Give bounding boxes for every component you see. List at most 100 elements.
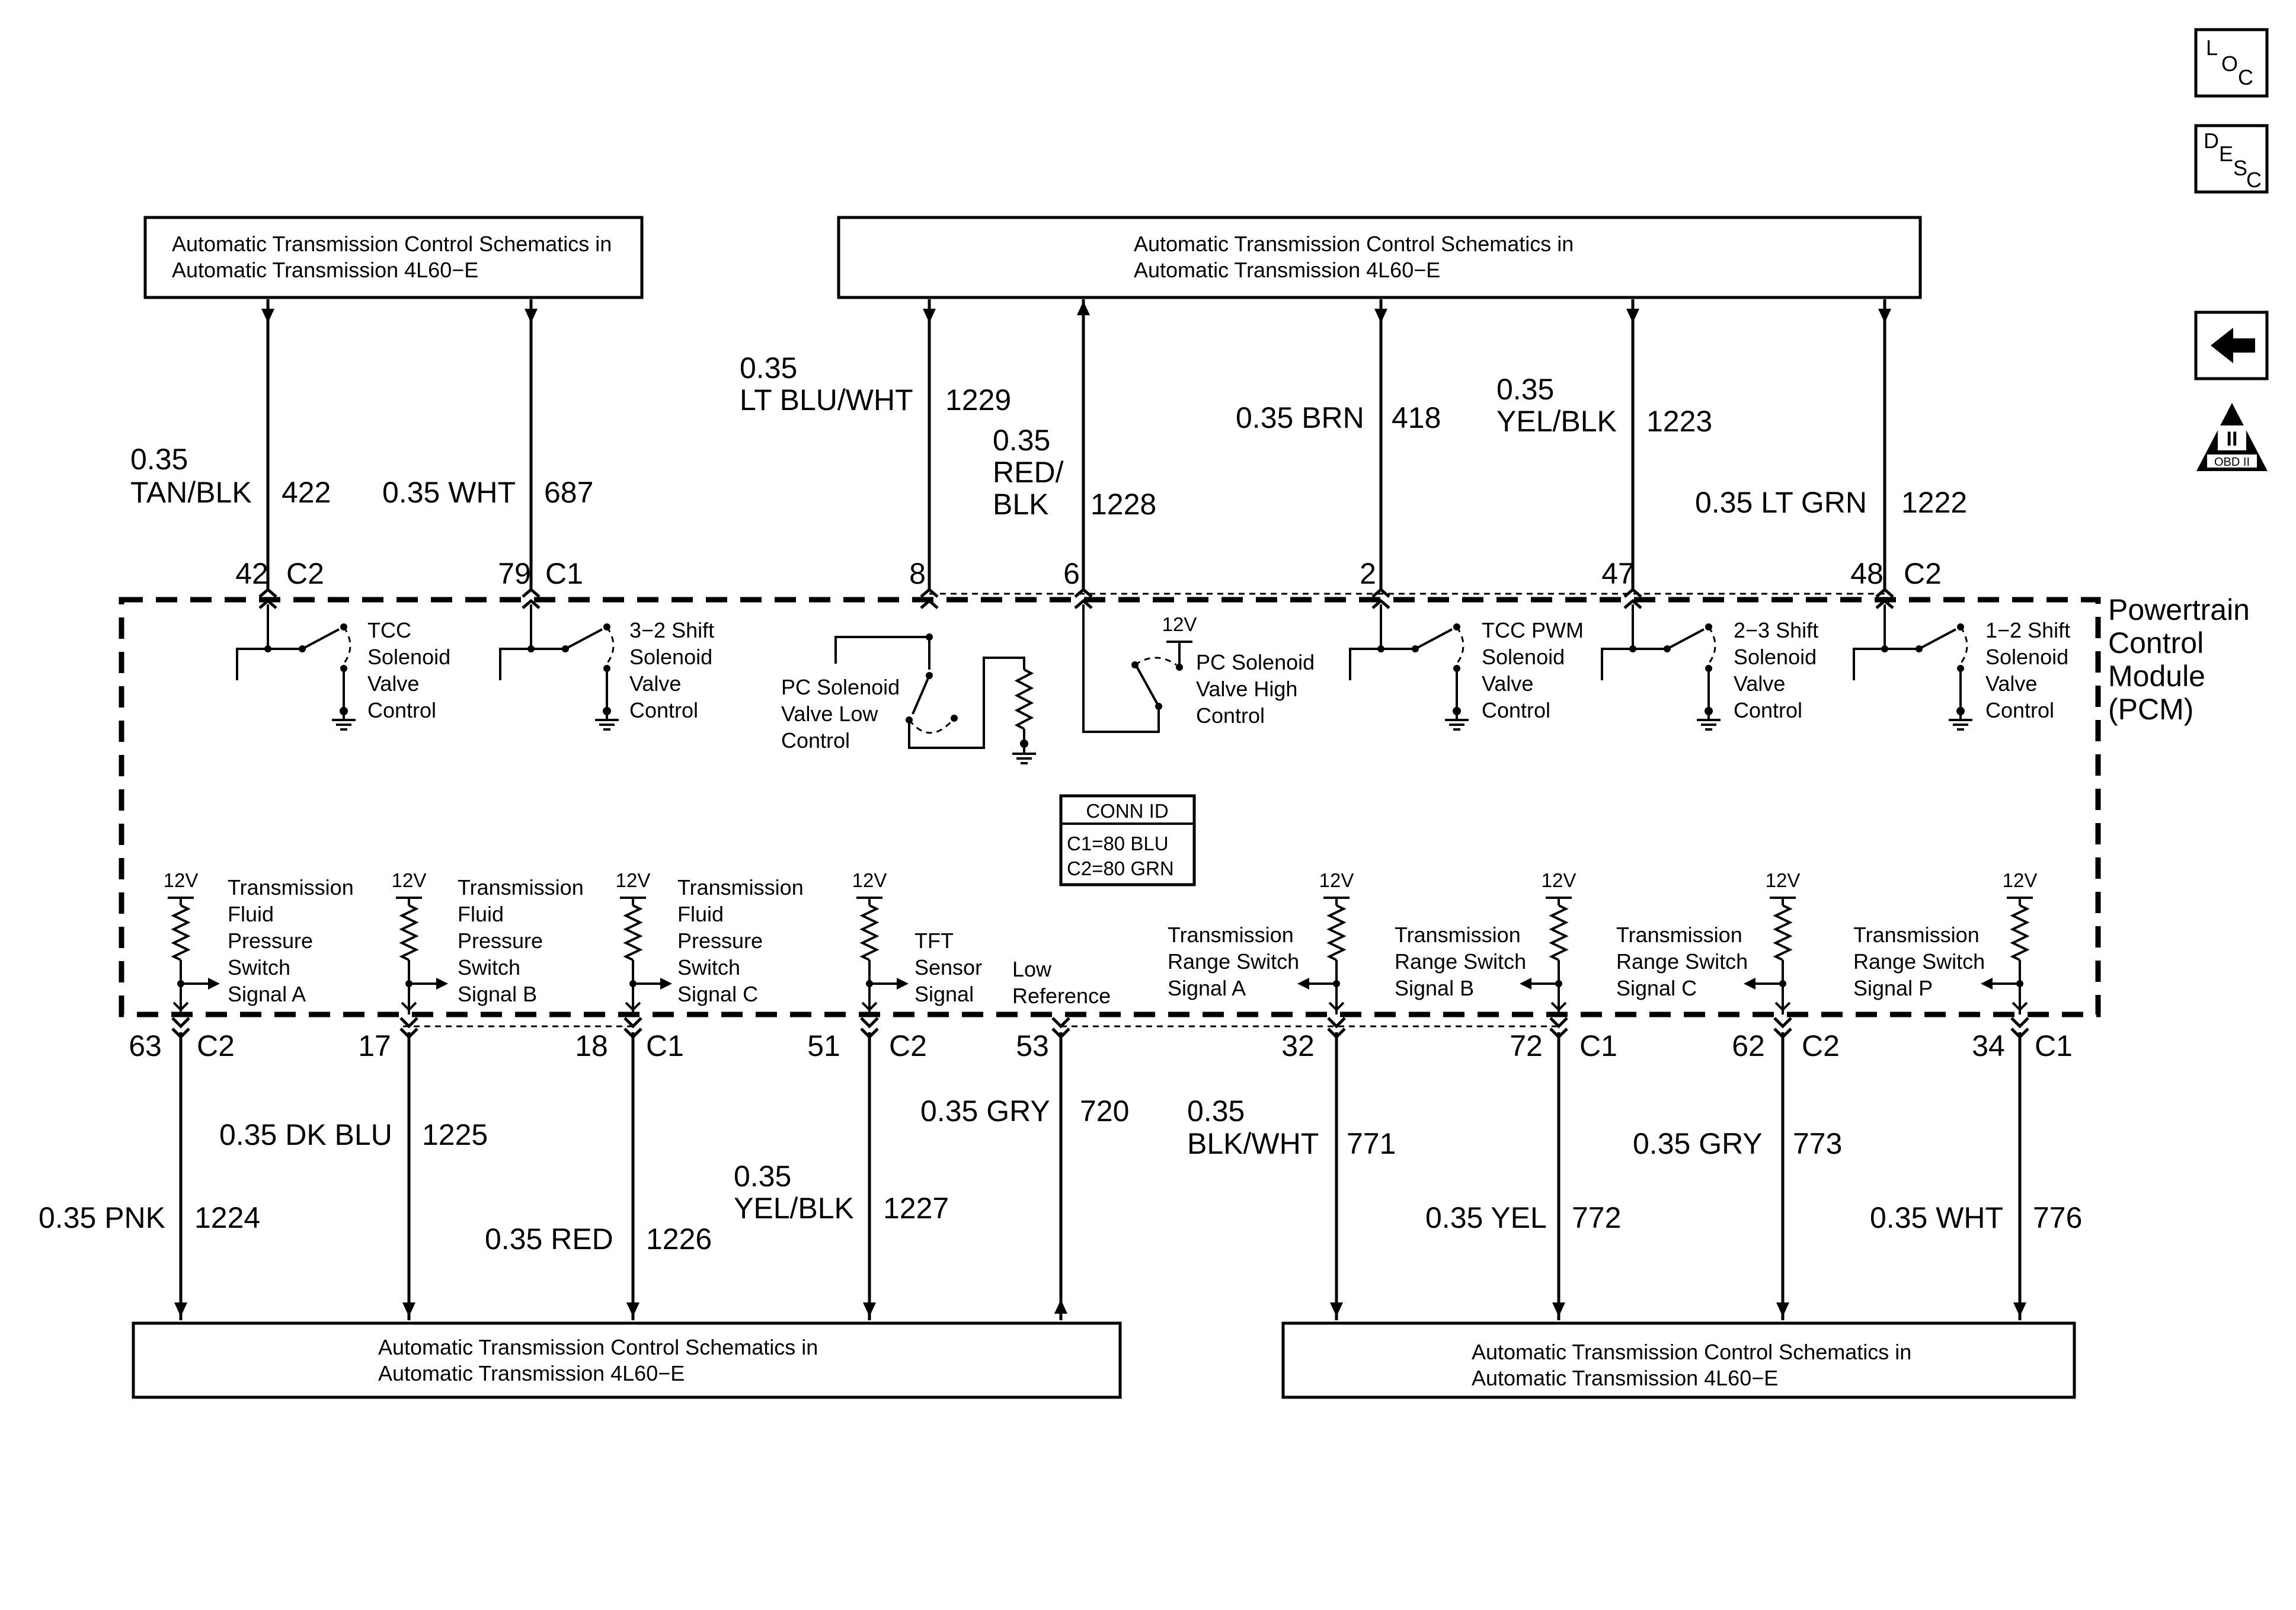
circuit-function-label: Signal A xyxy=(1168,976,1246,1000)
pin-number: 53 xyxy=(1016,1029,1049,1062)
connector-chevron-icon xyxy=(920,587,939,598)
pullup-resistor-icon xyxy=(1549,904,1569,961)
desc-button[interactable]: D E S C xyxy=(2194,124,2269,194)
junction-dot xyxy=(1377,645,1384,652)
conn-id-c2: C2=80 GRN xyxy=(1067,857,1174,879)
connector-chevron-icon xyxy=(1875,587,1894,598)
signal-arrow-icon xyxy=(897,978,909,990)
circuit-number: 771 xyxy=(1347,1127,1396,1160)
wire-color-label: 0.35 YEL xyxy=(1425,1201,1547,1234)
circuit-function-label: TFT xyxy=(914,929,954,953)
bottom-right-reference-box[interactable]: Automatic Transmission Control Schematic… xyxy=(1281,1321,2076,1399)
junction-dot xyxy=(527,645,535,652)
connector-label: C1 xyxy=(646,1029,684,1062)
ground-icon xyxy=(1012,748,1036,764)
junction-dot xyxy=(926,633,933,641)
wire-color-label: 0.35 xyxy=(1187,1094,1245,1128)
pcm-boundary xyxy=(119,597,2101,1017)
circuit-function-label: Switch xyxy=(458,955,520,980)
connector-chevron-icon xyxy=(1371,587,1390,598)
circuit-function-label: Solenoid xyxy=(1985,645,2068,669)
wire-color-label: 0.35 BRN xyxy=(1236,401,1364,434)
circuit-function-label: Transmission xyxy=(458,875,584,900)
circuit-function-label: 2−3 Shift xyxy=(1734,618,1818,642)
wire-color-label: 0.35 RED xyxy=(485,1222,613,1256)
supply-12v-label: 12V xyxy=(392,869,427,891)
bottom-left-reference-box[interactable]: Automatic Transmission Control Schematic… xyxy=(132,1321,1122,1399)
top-right-ref-line1: Automatic Transmission Control Schematic… xyxy=(1134,232,1574,256)
arrow-up-icon xyxy=(1077,301,1090,315)
pin-number: 48 xyxy=(1850,557,1884,590)
circuit-number: 773 xyxy=(1793,1127,1842,1160)
circuit-function-label: Range Switch xyxy=(1395,949,1526,974)
circuit-number: 422 xyxy=(282,476,331,509)
switch-actuator xyxy=(908,718,955,734)
circuit-function-label: Transmission xyxy=(1616,923,1742,947)
supply-12v-label: 12V xyxy=(616,869,651,891)
circuit-function-label: Valve xyxy=(629,671,681,696)
circuit-function-label: TCC xyxy=(367,618,411,642)
junction-dot xyxy=(1629,645,1636,652)
switch-wiring xyxy=(1349,604,1415,680)
loc-button[interactable]: L O C xyxy=(2194,28,2269,98)
pcm-title-line1: Powertrain xyxy=(2108,593,2250,626)
supply-12v-label: 12V xyxy=(1766,869,1801,891)
back-button[interactable] xyxy=(2194,311,2269,380)
circuit-function-label: Solenoid xyxy=(367,645,450,669)
connector-chevron-icon xyxy=(1074,598,1093,609)
circuit-function-label: Solenoid xyxy=(1734,645,1817,669)
circuit-function-label: Signal B xyxy=(458,982,537,1006)
circuit-function-label: Sensor xyxy=(914,955,982,980)
circuit-number: 1226 xyxy=(646,1222,712,1256)
wire-color-label: 0.35 xyxy=(1496,373,1554,406)
internal-chevron-icon xyxy=(2012,1001,2028,1012)
desc-letter-s: S xyxy=(2233,156,2247,180)
arrow-down-icon xyxy=(923,309,936,323)
circuit-function-label: Pressure xyxy=(458,929,543,953)
circuit-number: 687 xyxy=(544,476,593,509)
circuit-function-label: Control xyxy=(367,698,436,722)
bottom-right-ref-line1: Automatic Transmission Control Schematic… xyxy=(1472,1340,1911,1364)
connector-chevron-icon xyxy=(860,1017,879,1029)
signal-arrow-icon xyxy=(1297,978,1309,990)
circuit-function-label: Fluid xyxy=(677,902,724,926)
connector-chevron-icon xyxy=(623,1017,642,1029)
top-left-reference-box[interactable]: Automatic Transmission Control Schematic… xyxy=(143,216,644,299)
switch-blade xyxy=(912,675,930,715)
pullup-resistor-icon xyxy=(1326,904,1347,961)
circuit-function-label: Valve Low xyxy=(781,702,878,726)
top-right-reference-box[interactable]: Automatic Transmission Control Schematic… xyxy=(837,216,1922,299)
circuit-function-label: Transmission xyxy=(1395,923,1521,947)
bottom-left-ref-line2: Automatic Transmission 4L60−E xyxy=(378,1361,685,1385)
connector-label: C2 xyxy=(286,557,324,590)
switch-blade xyxy=(302,628,340,650)
pin-number: 6 xyxy=(1063,557,1080,590)
circuit-function-label: Fluid xyxy=(458,902,504,926)
loc-letter-c: C xyxy=(2238,65,2253,89)
circuit-function-label: Transmission xyxy=(228,875,354,900)
obd-ii-button[interactable]: II OBD II xyxy=(2196,403,2268,471)
arrow-down-icon xyxy=(174,1302,187,1317)
